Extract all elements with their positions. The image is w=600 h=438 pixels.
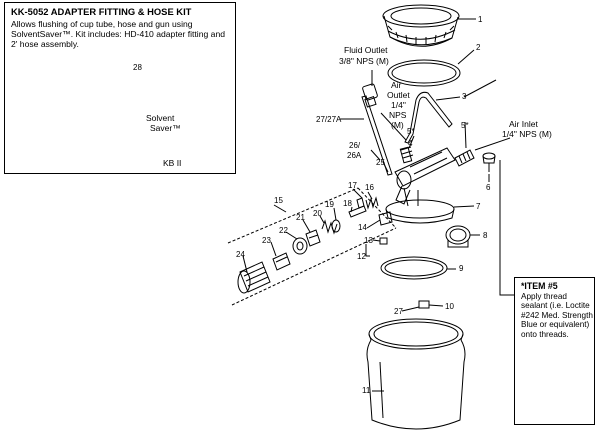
leader-7 (453, 205, 475, 208)
callout-23: 23 (262, 236, 271, 245)
air-outlet-label-1: Air (391, 80, 402, 90)
item-5-note-box: *ITEM #5 Apply thread sealant (i.e. Loct… (514, 277, 595, 425)
callout-2: 2 (476, 43, 481, 52)
air-outlet-label-2: Outlet (387, 90, 410, 100)
part-3-tube (404, 91, 453, 144)
leader-13 (372, 239, 381, 242)
bracket-15 (227, 187, 397, 306)
callout-numbers: 1 2 3 4 5* 5* 6 7 8 9 10 11 12 13 14 15 … (236, 15, 491, 395)
part-9-gasket (380, 256, 448, 280)
air-outlet-label-3: 1/4" (391, 100, 406, 110)
part-26-fluid-tube (361, 83, 393, 176)
leader-air-inlet (474, 137, 511, 151)
leader-26 (370, 149, 381, 161)
fluid-outlet-label-1: Fluid Outlet (344, 45, 388, 55)
leader-5 (408, 135, 415, 149)
air-outlet-label-5: (M) (391, 120, 404, 130)
callout-10: 10 (445, 302, 454, 311)
callout-26: 26/ (349, 141, 361, 150)
callout-5b: 5* (461, 121, 469, 130)
part-11-cup (366, 318, 466, 430)
leader-2 (457, 49, 475, 65)
air-inlet-fitting (454, 149, 475, 167)
leader-15 (273, 204, 287, 213)
callout-15: 15 (274, 196, 283, 205)
callout-11: 11 (362, 386, 371, 395)
leader-22 (285, 231, 298, 240)
air-inlet-label-1: Air Inlet (509, 119, 538, 129)
note-title: *ITEM #5 (521, 281, 558, 291)
leader-27 (401, 306, 420, 312)
part-10-nut (418, 300, 430, 309)
leader-24 (242, 255, 248, 273)
leader-note (499, 160, 514, 296)
part-24-air-cap (237, 261, 271, 294)
leader-3 (435, 96, 461, 101)
callout-17: 17 (348, 181, 357, 190)
part-6-screw (482, 152, 496, 172)
callout-7: 7 (476, 202, 481, 211)
leader-air-outlet (380, 112, 407, 141)
leader-18 (350, 206, 353, 213)
callout-25: 25 (376, 158, 385, 167)
kit-inset-box: KK-5052 ADAPTER FITTING & HOSE KIT Allow… (4, 2, 236, 174)
callout-4: 4 (408, 139, 413, 148)
callout-9: 9 (459, 264, 464, 273)
inset-description: Allows flushing of cup tube, hose and gu… (11, 19, 226, 49)
air-outlet-label-4: NPS (389, 110, 407, 120)
callout-20: 20 (313, 209, 322, 218)
part-body-assembly (385, 147, 456, 224)
leader-10 (428, 304, 444, 307)
leader-23 (270, 241, 277, 257)
air-inlet-label-2: 1/4" NPS (M) (502, 129, 552, 139)
callout-14: 14 (358, 223, 367, 232)
callout-19: 19 (325, 200, 334, 209)
part-13-seal (379, 237, 388, 245)
callout-22: 22 (279, 226, 288, 235)
part-21-nut (305, 229, 321, 247)
leader-16 (367, 191, 373, 200)
part-18-needle (348, 205, 367, 218)
leader-14 (366, 219, 381, 229)
callout-21: 21 (296, 213, 305, 222)
callout-26a: 26A (347, 151, 362, 160)
leader-17 (352, 188, 363, 199)
part-14-insert (378, 211, 393, 226)
leader-21 (302, 219, 311, 233)
part-5-fitting (399, 146, 414, 164)
callout-12: 12 (357, 252, 366, 261)
callout-6: 6 (486, 183, 491, 192)
leader-25 (382, 161, 389, 173)
part-20-spring (321, 219, 338, 235)
leader-12 (365, 244, 370, 257)
leader-5b (464, 121, 467, 149)
callout-24: 24 (236, 250, 245, 259)
fluid-outlet-label-2: 3/8" NPS (M) (339, 56, 389, 66)
leader-20 (319, 215, 325, 224)
leader-3b (463, 79, 497, 98)
callout-27a: 27/27A (316, 115, 342, 124)
inset-title: KK-5052 ADAPTER FITTING & HOSE KIT (11, 6, 192, 17)
part-1-lid-ring (382, 4, 460, 47)
part-22-retainer (292, 237, 308, 255)
port-labels: Fluid Outlet 3/8" NPS (M) Air Outlet 1/4… (339, 45, 552, 139)
callout-8: 8 (483, 231, 488, 240)
callout-1: 1 (478, 15, 483, 24)
leader-19 (333, 207, 337, 221)
callout-13: 13 (364, 236, 373, 245)
callout-16: 16 (365, 183, 374, 192)
callout-27: 27 (394, 307, 403, 316)
part-23-nozzle (272, 252, 291, 271)
part-2-gasket (387, 59, 461, 87)
callout-5a: 5* (407, 127, 415, 136)
callout-18: 18 (343, 199, 352, 208)
callout-3: 3 (462, 92, 467, 101)
note-text: Apply thread sealant (i.e. Loctite #242 … (521, 292, 593, 339)
part-8-gauge (445, 225, 471, 248)
